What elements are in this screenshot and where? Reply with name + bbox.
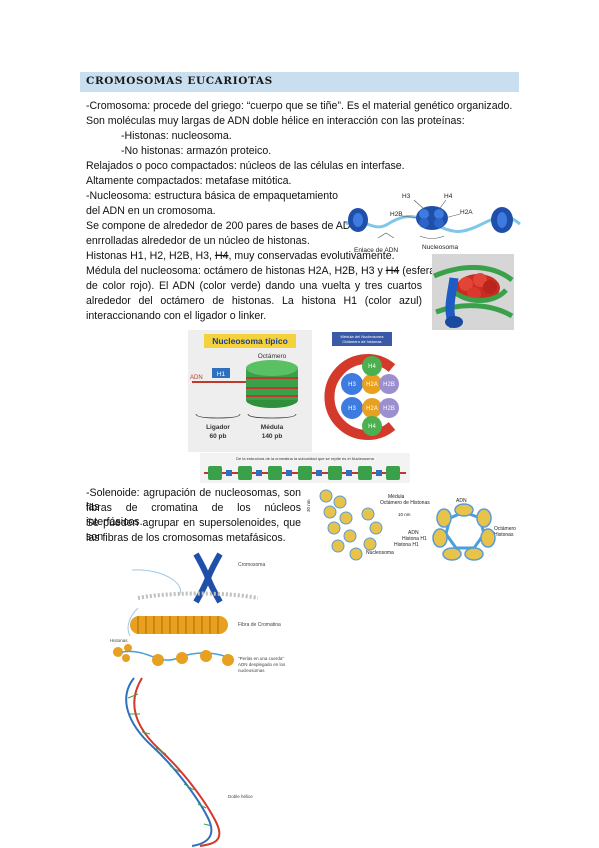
label-h4: H4 xyxy=(444,193,453,200)
label-ligador-pb: 60 pb xyxy=(210,433,227,440)
label-medula: Médula xyxy=(388,494,405,500)
label-10nm: 10 nm xyxy=(398,512,411,517)
text-span: Histonas H1, H2, H2B, H3, xyxy=(86,250,215,262)
label-histone: H3 xyxy=(348,382,356,388)
label-h2a: H2A xyxy=(460,209,473,216)
nucleosome-string-figure: H3 H4 H2B H2A Enlace de ADN Nucleosoma xyxy=(345,193,521,254)
struck-text: H4 xyxy=(214,250,229,262)
label-30nm: 30 nm xyxy=(306,499,311,512)
label-enlace-adn: Enlace de ADN xyxy=(354,247,398,254)
text-line: Histonas H1, H2, H2B, H3, H4, muy conser… xyxy=(86,249,395,263)
text-line: Se pueden agrupar en supersolenoides, qu… xyxy=(86,517,301,543)
label-histone: H2A xyxy=(366,382,378,388)
label-octamero-right: Octámero xyxy=(494,526,516,532)
label-h2b: H2B xyxy=(390,211,403,218)
text-line: de color rojo). El ADN (color verde) dan… xyxy=(86,280,422,292)
label-histona-h1-b: Histona H1 xyxy=(394,542,419,548)
typical-nucleosome-figure: Nucleosoma típico Octámero ADN H1 Ligado… xyxy=(188,330,312,452)
text-line: enrrolladas alrededor de un núcleo de hi… xyxy=(86,235,310,247)
text-line: Relajados o poco compactados: núcleos de… xyxy=(86,160,405,172)
nucleosome-left xyxy=(348,208,368,232)
label-histone: H2B xyxy=(383,382,395,388)
label-adn: ADN xyxy=(190,375,203,381)
label-perlas-3: nucleosomas xyxy=(238,668,265,673)
label-octamero: Octámero xyxy=(258,353,287,360)
struck-text: H4 xyxy=(385,265,400,277)
text-line: -Nucleosoma: estructura básica de empaqu… xyxy=(86,190,338,202)
text-line: -Solenoide: agrupación de nucleosomas, s… xyxy=(86,487,301,513)
label-cromosoma: Cromosoma xyxy=(238,562,265,568)
label-histonas-right: Histonas xyxy=(494,532,514,538)
nucleosome-3d-figure xyxy=(432,254,514,330)
label-perlas-2: ADN desplegado en los xyxy=(238,662,286,667)
label-medula: Médula xyxy=(261,424,284,431)
label-doble-helice: Doble hélice xyxy=(228,794,253,799)
label-h3: H3 xyxy=(402,193,411,200)
label-perlas-1: "Perlas en una cuerda" xyxy=(238,656,284,661)
text-line: -No histonas: armazón proteico. xyxy=(121,145,272,157)
text-span: Médula del nucleosoma: octámero de histo… xyxy=(86,265,386,277)
label-adn-right: ADN xyxy=(456,498,467,504)
label-histone: H2A xyxy=(366,406,378,412)
text-line: fibras de cromatina de los núcleos inter… xyxy=(86,502,301,528)
text-line: -Histonas: nucleosoma. xyxy=(121,130,232,142)
caption-2: Octámero de histonas xyxy=(342,339,381,344)
chromatin-compaction-figure: Cromosoma Fibra de Cromatina Histonas "P… xyxy=(110,552,286,847)
text-line: interaccionando con el ligador o linker. xyxy=(86,310,267,322)
label-adn-left: ADN xyxy=(408,530,419,536)
label-histone: H4 xyxy=(368,424,376,430)
text-span: , muy conservadas evolutivamente. xyxy=(228,250,395,262)
label-octamero: Octámero de Histonas xyxy=(380,500,430,506)
label-histone: H2B xyxy=(383,406,395,412)
caption-1: Médula del Nucleosoma xyxy=(341,334,385,339)
label-fibra: Fibra de Cromatina xyxy=(238,622,281,628)
text-span: (esferas xyxy=(399,265,441,277)
text-line: alrededor del octámero de histonas. La h… xyxy=(86,295,422,307)
text-line: del ADN en un cromosoma. xyxy=(86,205,216,217)
solenoid-figure: 30 nm Médula Octámero de Histonas 10 nm … xyxy=(306,489,516,561)
label-nucleosoma: Nucleosoma xyxy=(366,550,394,556)
section-title: CROMOSOMAS EUCARIOTAS xyxy=(86,75,273,87)
label-histone: H3 xyxy=(348,406,356,412)
label-histone: H4 xyxy=(368,364,376,370)
label-histonas: Histonas xyxy=(110,638,128,643)
nucleosome-center xyxy=(416,206,448,230)
label-nucleosoma: Nucleosoma xyxy=(422,244,459,251)
label-h1: H1 xyxy=(217,371,226,378)
strip-caption: De la estructura de la cromatina la subu… xyxy=(236,456,374,461)
text-line: las fibras de los cromosomas metafásicos… xyxy=(86,532,286,544)
text-line: Altamente compactados: metafase mitótica… xyxy=(86,175,292,187)
text-line: -Cromosoma: procede del griego: “cuerpo … xyxy=(86,100,513,112)
label-ligador: Ligador xyxy=(206,424,230,431)
text-line: Se compone de alrededor de 200 pares de … xyxy=(86,220,359,232)
nucleosome-right xyxy=(491,207,513,233)
label-medula-pb: 140 pb xyxy=(262,433,283,440)
nucleosome-repeat-figure: De la estructura de la cromatina la subu… xyxy=(200,453,410,483)
label-histona-h1: Histona H1 xyxy=(402,536,427,542)
fig-title: Nucleosoma típico xyxy=(212,336,288,346)
histone-octamer-figure: Médula del Nucleosoma Octámero de histon… xyxy=(318,330,406,452)
text-line: Son moléculas muy largas de ADN doble hé… xyxy=(86,115,465,127)
section-header-bar xyxy=(80,72,519,92)
text-line: Médula del nucleosoma: octámero de histo… xyxy=(86,264,441,278)
